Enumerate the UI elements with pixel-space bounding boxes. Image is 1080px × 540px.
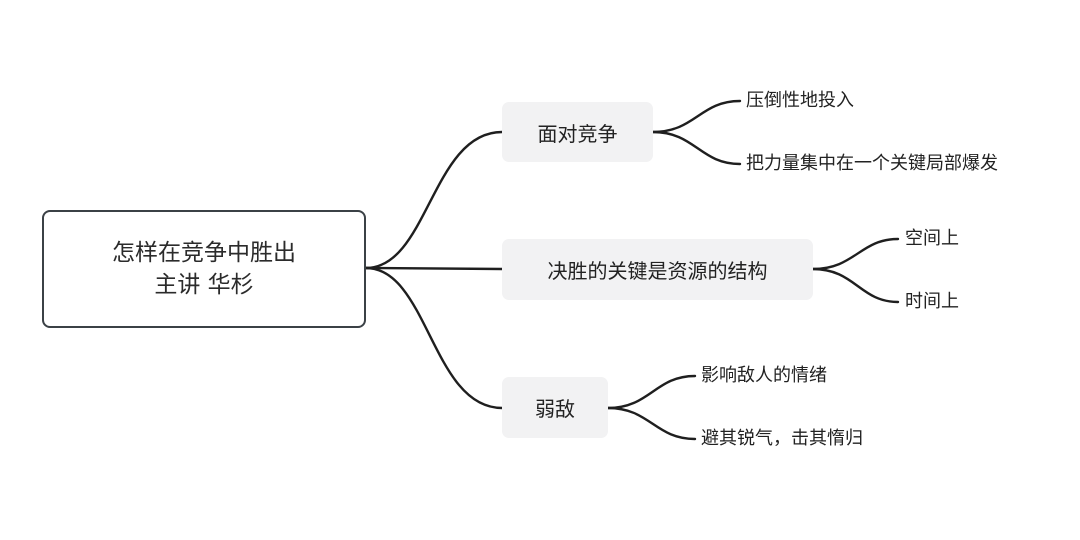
connector-root-b3	[364, 266, 504, 410]
connector-b2-l2a	[811, 237, 900, 271]
root-topic-title: 怎样在竞争中胜出	[112, 240, 296, 266]
leaf-node[interactable]: 避其锐气，击其惰归	[701, 428, 863, 449]
root-topic-node[interactable]: 怎样在竞争中胜出 主讲 华杉	[42, 210, 366, 328]
connector-b1-l1b	[651, 130, 742, 166]
connector-root-b2	[364, 266, 504, 271]
branch-node-weaken-enemy[interactable]: 弱敌	[502, 377, 608, 438]
connector-root-b1	[364, 130, 504, 270]
leaf-node[interactable]: 时间上	[905, 291, 959, 312]
connector-b2-l2b	[811, 267, 900, 304]
leaf-node[interactable]: 空间上	[905, 228, 959, 249]
branch-label: 弱敌	[535, 397, 575, 421]
branch-label: 决胜的关键是资源的结构	[547, 259, 768, 283]
branch-label: 面对竞争	[537, 121, 618, 146]
leaf-node[interactable]: 压倒性地投入	[746, 90, 854, 111]
branch-node-resource-structure[interactable]: 决胜的关键是资源的结构	[502, 239, 813, 300]
connector-b3-l3a	[606, 374, 697, 410]
connector-b1-l1a	[651, 99, 742, 134]
leaf-node[interactable]: 把力量集中在一个关键局部爆发	[746, 153, 998, 174]
connector-b3-l3b	[606, 406, 697, 441]
root-topic-speaker: 主讲 华杉	[154, 272, 254, 298]
leaf-node[interactable]: 影响敌人的情绪	[701, 365, 827, 386]
branch-node-facing-competition[interactable]: 面对竞争	[502, 102, 653, 162]
